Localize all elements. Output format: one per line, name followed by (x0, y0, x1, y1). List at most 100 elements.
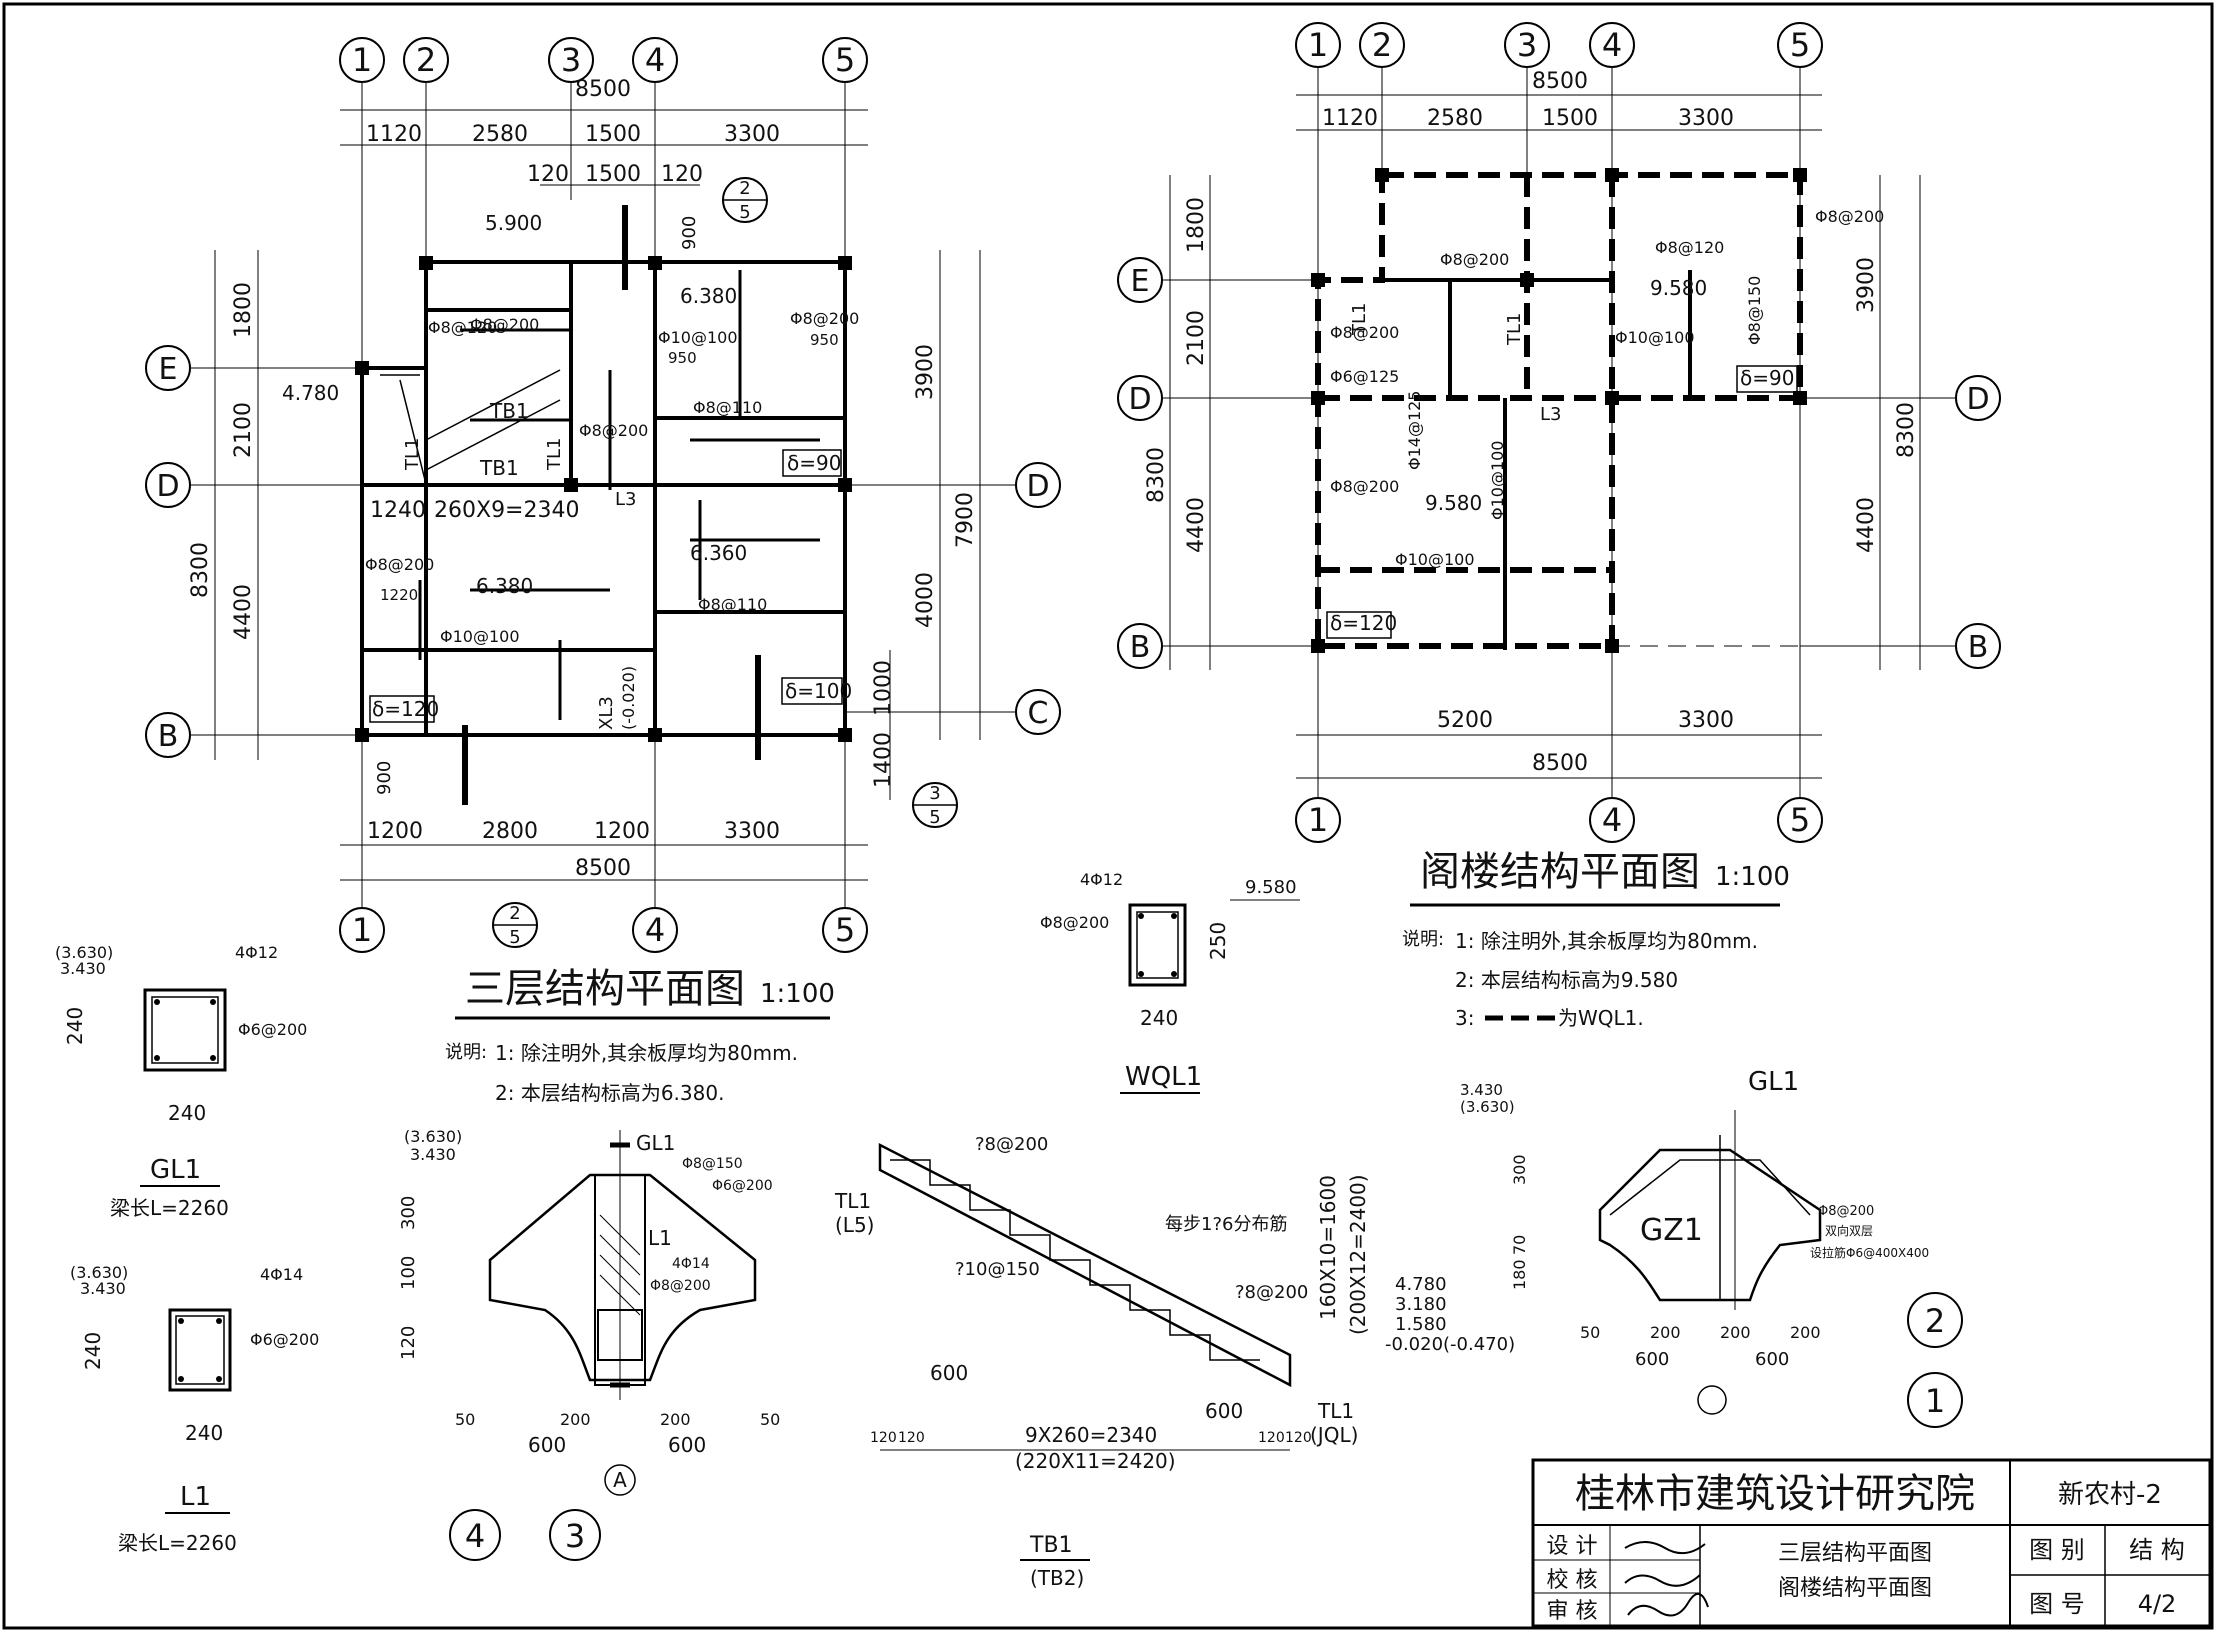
rebar-label: Φ8@120 (428, 318, 497, 337)
beam-label: TB1 (489, 399, 529, 423)
note-line: 1: 除注明外,其余板厚均为80mm. (1455, 929, 1758, 953)
attic-axis-top: 1 2 3 4 5 (1295, 22, 1823, 68)
elevation-label: 3.180 (1395, 1294, 1447, 1315)
rebar-label: Φ8@200 (790, 309, 859, 328)
section-tag-top: 2 5 (722, 177, 768, 223)
plan3-rebar-marks (418, 270, 820, 720)
section-tag-den: 5 (739, 202, 750, 223)
dim-text: 120 (898, 1430, 925, 1446)
axis-bubble-label: 3 (1517, 26, 1537, 64)
rebar-label: Φ8@150 (682, 1156, 743, 1172)
dim-text: 8500 (575, 77, 631, 102)
section-tag-num: 2 (509, 903, 520, 924)
rebar-label: Φ8@110 (698, 595, 767, 614)
dim-text: 1000 (871, 660, 896, 716)
signature-approve (1627, 1593, 1709, 1617)
dim-text: 240 (1140, 1006, 1178, 1030)
rebar-label: Φ8@200 (1330, 477, 1399, 496)
section-tag-num: 2 (739, 178, 750, 199)
dim-text: 240 (168, 1101, 206, 1125)
rebar-label: Φ8@200 (579, 421, 648, 440)
section-tag-bottom: 2 5 (492, 902, 538, 948)
detail-tag: 3 (565, 1517, 585, 1555)
elevation-label: (3.630) (70, 1263, 128, 1282)
plan-scale: 1:100 (1715, 862, 1790, 892)
rebar-label: Φ8@200 (470, 315, 539, 334)
rebar-label: Φ8@150 (1745, 276, 1764, 345)
rebar-label: Φ8@110 (693, 398, 762, 417)
category-value: 结 构 (2129, 1536, 2185, 1564)
dim-text: 100 (398, 1256, 419, 1290)
attic-dim-top (1296, 94, 1822, 131)
plan3-dim-right (889, 250, 981, 800)
rebar-label: Φ8@200 (1440, 250, 1509, 269)
dim-text: 1220 (380, 586, 418, 604)
section-label: (TB2) (1030, 1566, 1084, 1590)
section-label: L1 (648, 1226, 672, 1250)
note-line: 2: 本层结构标高为6.380. (495, 1081, 724, 1105)
dim-text: 900 (374, 761, 395, 795)
elevation-label: 5.900 (485, 211, 542, 235)
axis-bubble-label: 3 (561, 41, 581, 79)
axis-bubble-label: 5 (835, 911, 855, 949)
dim-text: 240 (63, 1007, 87, 1045)
elevation-label: (3.630) (55, 943, 113, 962)
dim-text: 2100 (231, 402, 256, 458)
axis-bubble-label: B (1968, 630, 1989, 665)
elevation-label: 3.430 (80, 1279, 126, 1298)
axis-bubble-label: 5 (1790, 26, 1810, 64)
plan3-dim-bottom (340, 844, 868, 881)
elevation-label: 9.580 (1650, 276, 1707, 300)
note-line: 1: 除注明外,其余板厚均为80mm. (495, 1041, 798, 1065)
axis-bubble-label: 4 (1602, 801, 1622, 839)
section-tag-den: 5 (509, 927, 520, 948)
elevation-label: 4.780 (1395, 1274, 1447, 1295)
dim-text: 240 (185, 1421, 223, 1445)
notes-title: 说明: (1402, 929, 1444, 950)
plan3-axis-left: E D B (145, 345, 191, 758)
axis-bubble-label: E (159, 352, 178, 387)
rebar-label: ?8@200 (1235, 1282, 1308, 1303)
third-floor-structural-plan: 1 2 3 4 5 1 4 5 E D B (145, 37, 1061, 1105)
detail-section-1-2: 3.430 (3.630) GL1 GZ1 Φ8@200 双向双层 设拉筋Φ6@… (1460, 1067, 1963, 1428)
dim-text: 3300 (1678, 106, 1734, 131)
dim-text: 2580 (472, 122, 528, 147)
rebar-label: Φ8@200 (1818, 1204, 1874, 1219)
dim-text: 7900 (953, 492, 978, 548)
attic-dim-bottom (1296, 734, 1822, 779)
rebar-label: Φ10@100 (1615, 328, 1695, 347)
section-label: L1 (180, 1482, 211, 1512)
axis-bubble-label: 2 (1372, 26, 1392, 64)
section-tag-right: 3 5 (912, 782, 958, 828)
axis-bubble-label: C (1028, 696, 1049, 731)
attic-columns (1311, 168, 1807, 653)
plan3-stair (380, 369, 561, 481)
dim-text: 1500 (1542, 106, 1598, 131)
dim-text: 200 (660, 1410, 691, 1429)
dim-text: 1200 (367, 819, 423, 844)
dim-text: 900 (679, 216, 700, 250)
attic-axis-right: D B (1955, 375, 2001, 669)
category-label: 图 别 (2029, 1536, 2085, 1564)
drawing-title-2: 阁楼结构平面图 (1778, 1576, 1932, 1601)
dim-text: 8300 (1894, 402, 1919, 458)
project-name: 新农村-2 (2058, 1480, 2162, 1510)
section-label: GZ1 (1640, 1213, 1703, 1248)
dim-text: 8500 (575, 856, 631, 881)
dim-text: 8500 (1532, 69, 1588, 94)
dim-text: 1800 (231, 282, 256, 338)
dim-text: 600 (1755, 1349, 1789, 1370)
elevation-label: -0.020(-0.470) (1385, 1334, 1515, 1355)
slab-thickness: δ=90 (787, 451, 841, 475)
dim-text: (200X12=2400) (1346, 1174, 1370, 1335)
dim-text: 5200 (1437, 708, 1493, 733)
axis-bubble-label: 4 (645, 911, 665, 949)
dim-text: 950 (668, 349, 697, 367)
dim-text: 600 (930, 1361, 968, 1385)
signature-check (1624, 1574, 1701, 1587)
rebar-label: Φ8@200 (650, 1278, 711, 1294)
rebar-label: Φ6@200 (250, 1330, 319, 1349)
slab-thickness: δ=90 (1740, 366, 1794, 390)
